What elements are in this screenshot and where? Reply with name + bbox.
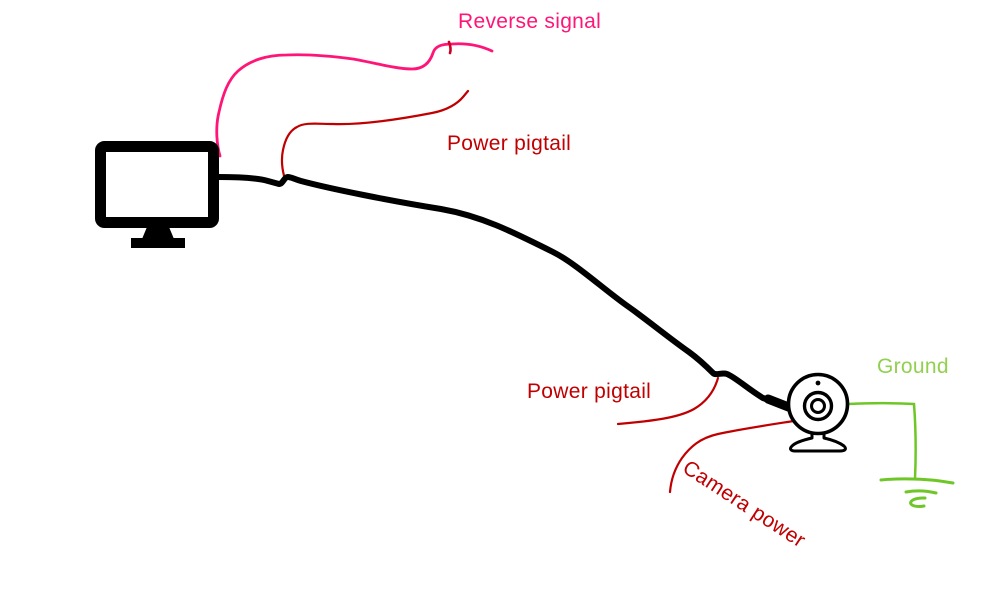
ground-wire — [846, 402, 917, 481]
camera-power-wire — [668, 418, 802, 494]
monitor-icon — [95, 141, 219, 248]
power-pigtail-top-wire — [280, 89, 470, 181]
reverse-signal-tick — [447, 40, 452, 55]
power-pigtail-bottom-label: Power pigtail — [527, 380, 652, 403]
power-pigtail-top-label: Power pigtail — [447, 132, 572, 155]
reverse-signal-wire — [215, 42, 494, 158]
main-cable — [215, 174, 791, 410]
power-pigtail-bottom-wire — [616, 376, 720, 426]
webcam-icon — [786, 372, 850, 453]
earth-ground-icon — [879, 477, 955, 508]
reverse-signal-label: Reverse signal — [458, 10, 602, 33]
ground-label: Ground — [877, 355, 949, 378]
